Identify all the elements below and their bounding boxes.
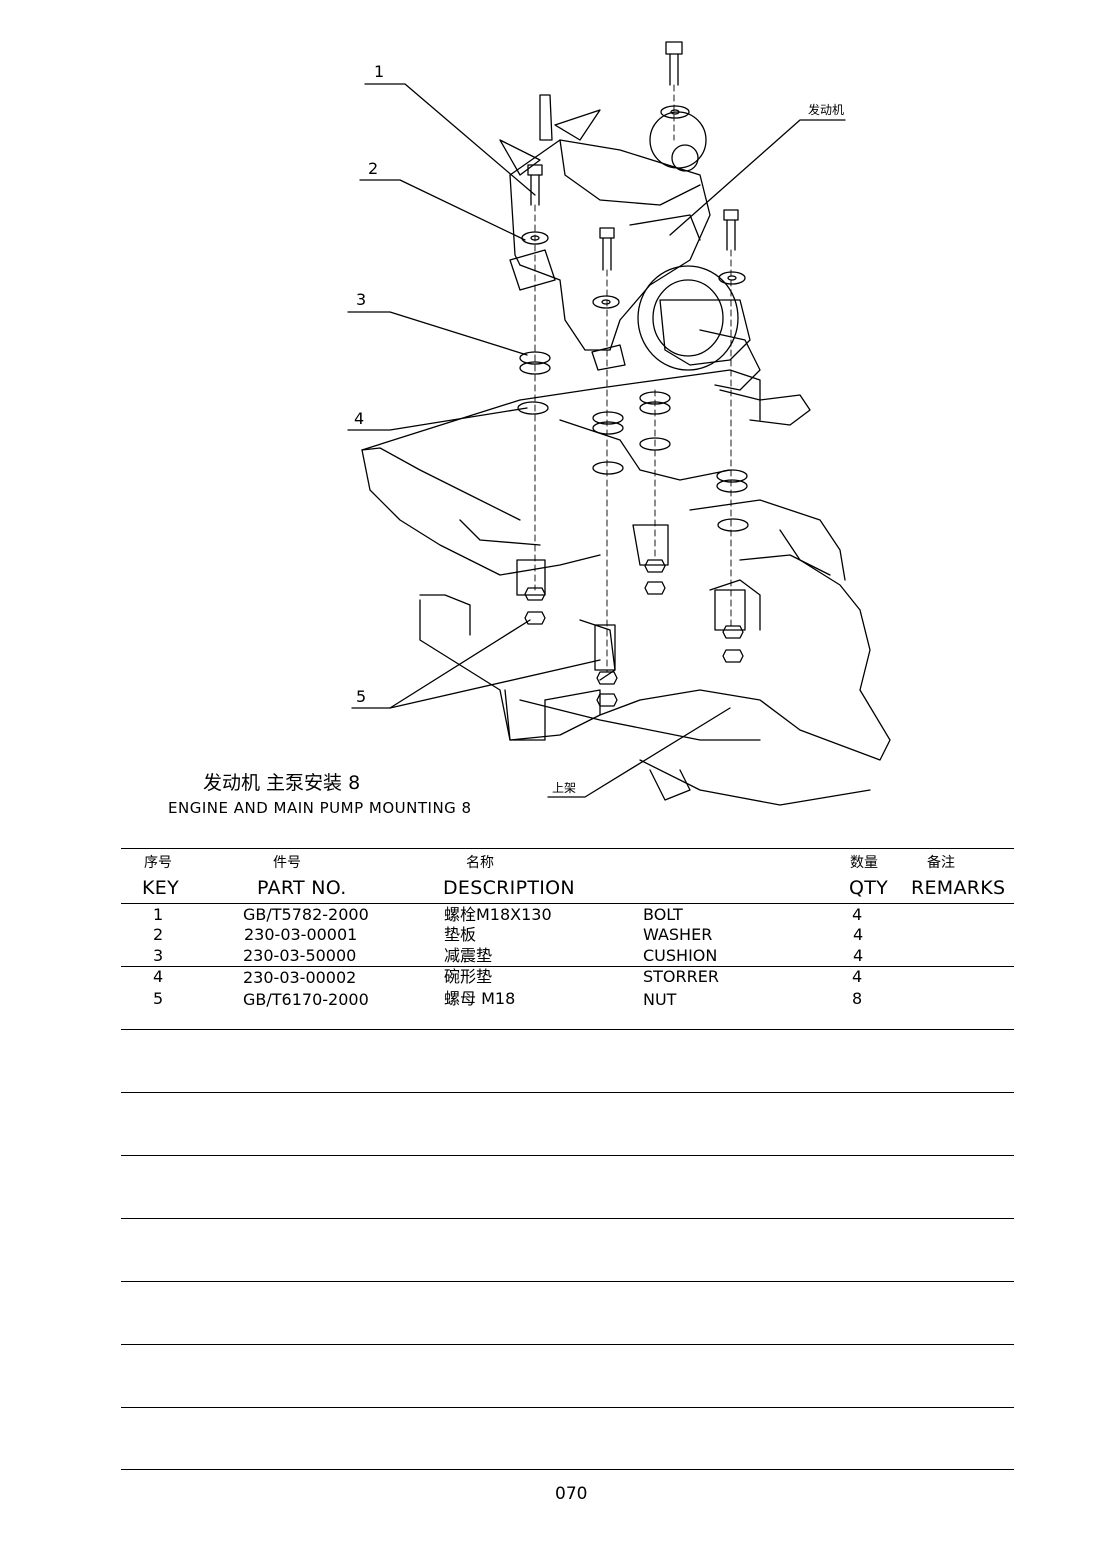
engine-label: 发动机 [808, 103, 845, 117]
page-number: 070 [555, 1484, 588, 1504]
table-bottom-rule [121, 1469, 1014, 1470]
cup-washers [517, 401, 749, 532]
table-rule [121, 1155, 1014, 1156]
header-key-cn: 序号 [144, 855, 172, 871]
nuts [524, 559, 744, 707]
washers [521, 105, 746, 309]
table-rule [121, 1281, 1014, 1282]
row-part-no: GB/T6170-2000 [243, 990, 369, 1009]
table-rule [121, 1092, 1014, 1093]
row-qty: 4 [852, 905, 863, 924]
table-rule [121, 1407, 1014, 1408]
row-key: 1 [153, 905, 164, 924]
bolt-mid [599, 227, 615, 271]
row-desc-cn: 减震垫 [444, 946, 493, 965]
row-part-no: GB/T5782-2000 [243, 905, 369, 924]
row-key: 2 [153, 925, 164, 944]
row-desc-cn: 碗形垫 [444, 967, 493, 986]
row-key: 5 [153, 989, 164, 1008]
header-remarks-cn: 备注 [927, 855, 955, 871]
table-top-rule [121, 848, 1014, 849]
row-desc-cn: 螺栓M18X130 [444, 905, 552, 924]
row-desc-en: WASHER [643, 925, 713, 944]
table-rule [121, 1218, 1014, 1219]
callout-4: 4 [354, 409, 365, 428]
assembly-diagram [347, 41, 891, 806]
row-part-no: 230-03-50000 [243, 946, 357, 965]
row-desc-en: NUT [643, 990, 677, 1009]
frame-label: 上架 [552, 781, 577, 795]
engine-outline [499, 94, 811, 426]
table-header-rule [121, 903, 1014, 904]
row-desc-en: STORRER [643, 967, 719, 986]
header-key-en: KEY [142, 877, 179, 899]
row-part-no: 230-03-00001 [244, 925, 358, 944]
callout-1: 1 [374, 62, 385, 81]
row-qty: 8 [852, 989, 863, 1008]
leader-lines [347, 83, 846, 798]
callout-5: 5 [356, 687, 367, 706]
header-partno-cn: 件号 [273, 855, 301, 871]
row-key: 3 [153, 946, 164, 965]
title-cn: 发动机 主泵安装 8 [203, 772, 361, 794]
callout-2: 2 [368, 159, 379, 178]
table-rule [121, 1344, 1014, 1345]
header-desc-en: DESCRIPTION [443, 877, 575, 899]
header-desc-cn: 名称 [466, 855, 494, 871]
cushions [519, 351, 748, 493]
bolt-top [665, 41, 683, 86]
header-remarks-en: REMARKS [911, 877, 1006, 899]
row-desc-en: BOLT [643, 905, 683, 924]
table-rule [121, 1029, 1014, 1030]
row-key: 4 [153, 967, 164, 986]
row-desc-en: CUSHION [643, 946, 718, 965]
header-qty-cn: 数量 [850, 855, 878, 871]
table-group-rule [121, 966, 1014, 967]
callout-3: 3 [356, 290, 367, 309]
row-desc-cn: 螺母 M18 [444, 989, 516, 1008]
row-part-no: 230-03-00002 [243, 968, 357, 987]
mount-brackets [516, 524, 746, 671]
bolt-right [723, 209, 739, 251]
bolt-left [527, 164, 543, 206]
row-qty: 4 [853, 946, 864, 965]
row-qty: 4 [853, 925, 864, 944]
title-en: ENGINE AND MAIN PUMP MOUNTING 8 [168, 799, 472, 817]
header-partno-en: PART NO. [257, 877, 347, 899]
row-desc-cn: 垫板 [444, 925, 477, 944]
row-qty: 4 [852, 967, 863, 986]
frame-outline [361, 369, 891, 806]
header-qty-en: QTY [849, 877, 889, 899]
